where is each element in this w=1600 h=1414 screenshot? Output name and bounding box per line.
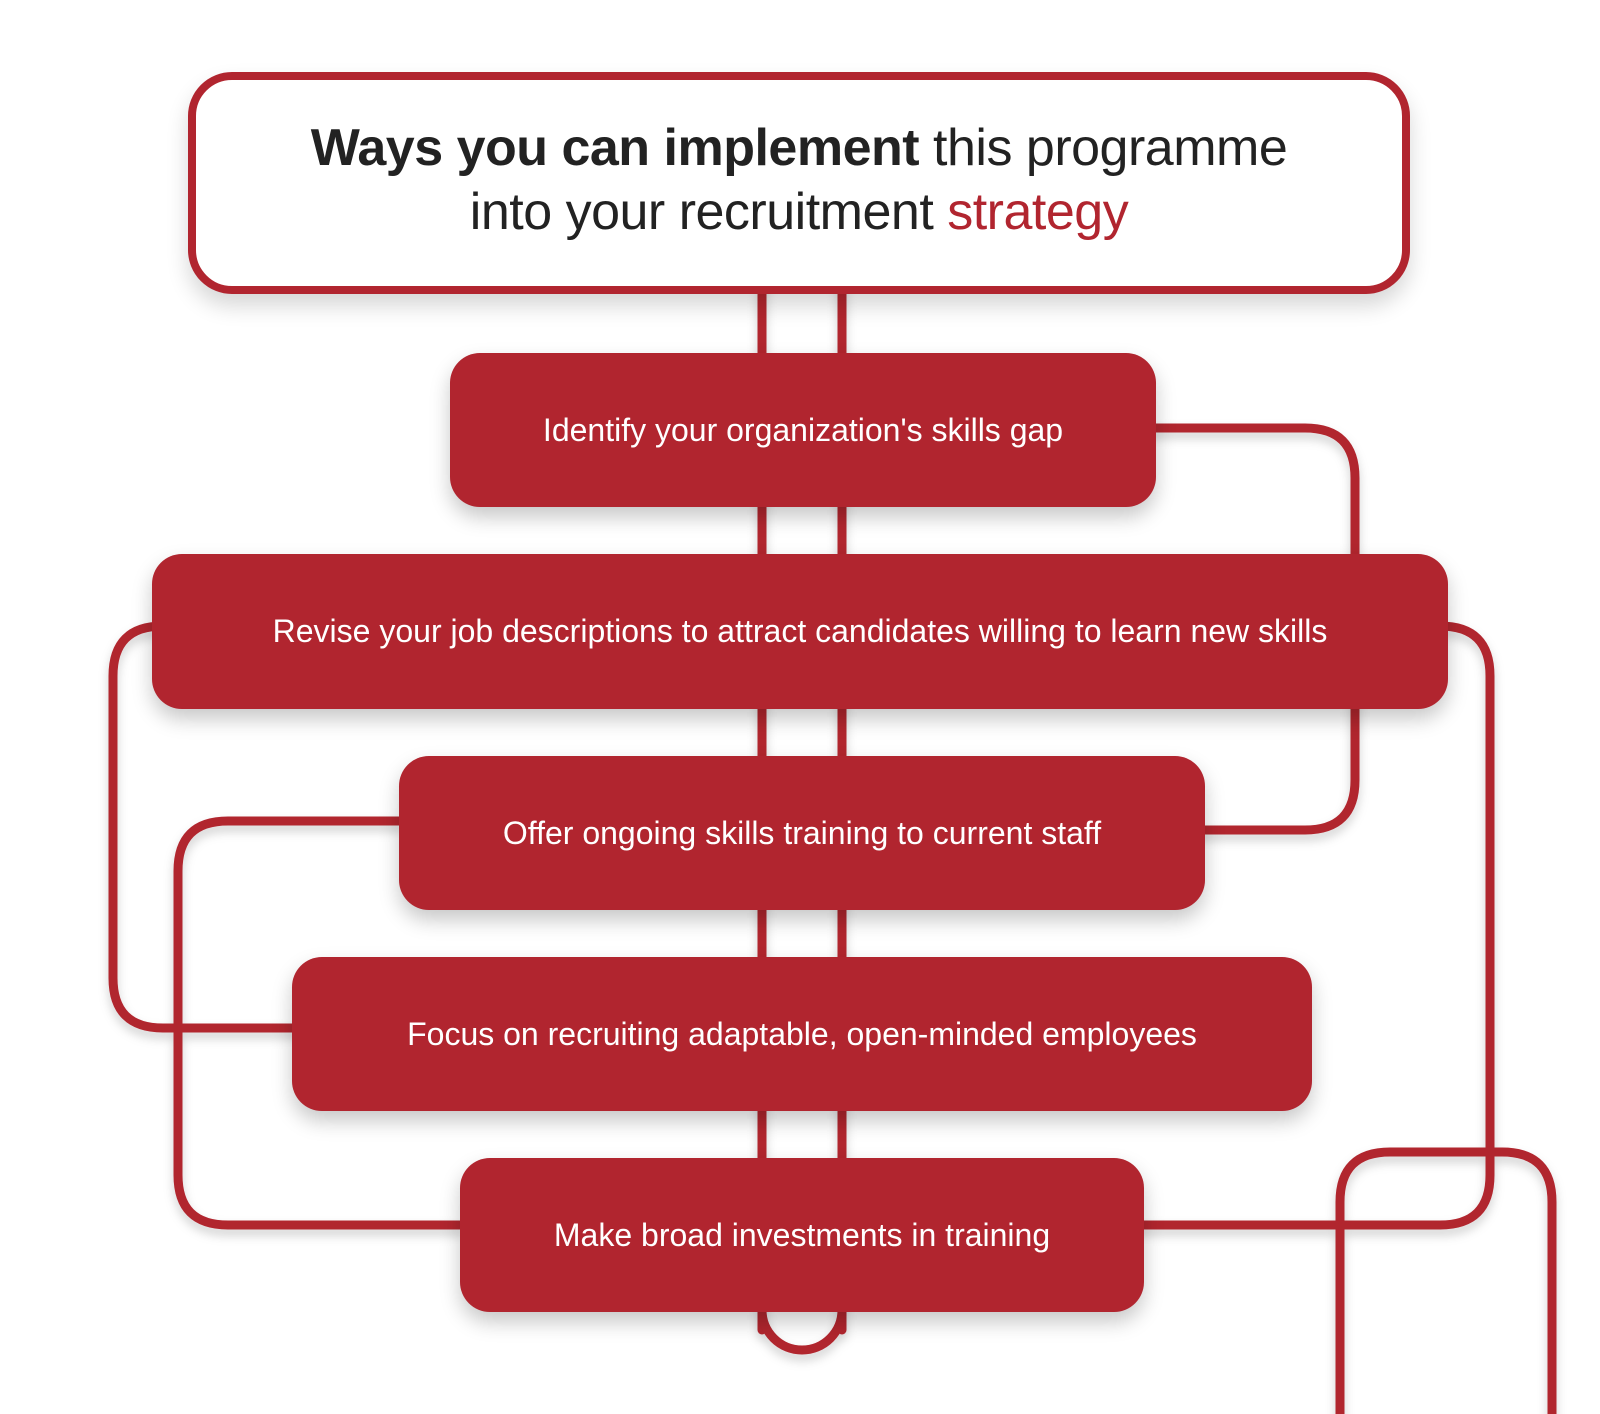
step-identify-skills-gap: Identify your organization's skills gap [450,353,1156,507]
central-spine-bottom [757,1305,847,1355]
title-accent-word: strategy [947,183,1129,241]
step-label: Make broad investments in training [553,1216,1051,1253]
title-line2-plain: into your recruitment [469,183,948,241]
connector-step3-step5 [173,816,465,1230]
connector-step2-step5 [1130,621,1495,1230]
step-label: Offer ongoing skills training to current… [502,814,1102,851]
connector-bottom-right [1335,1147,1557,1414]
step-focus-adaptable-employees: Focus on recruiting adaptable, open-mind… [292,957,1312,1111]
page-title: Ways you can implement this programme in… [188,116,1410,244]
step-label: Identify your organization's skills gap [542,411,1064,448]
title-line1-rest: this programme [919,119,1288,177]
connector-step2-step4 [108,621,305,1033]
step-label: Revise your job descriptions to attract … [272,613,1328,649]
step-label: Focus on recruiting adaptable, open-mind… [407,1015,1197,1052]
title-bold: Ways you can implement [310,119,920,177]
step-revise-job-descriptions: Revise your job descriptions to attract … [152,554,1448,709]
step-offer-skills-training: Offer ongoing skills training to current… [399,756,1205,910]
step-broad-training-investments: Make broad investments in training [460,1158,1144,1312]
title-box [188,72,1410,294]
